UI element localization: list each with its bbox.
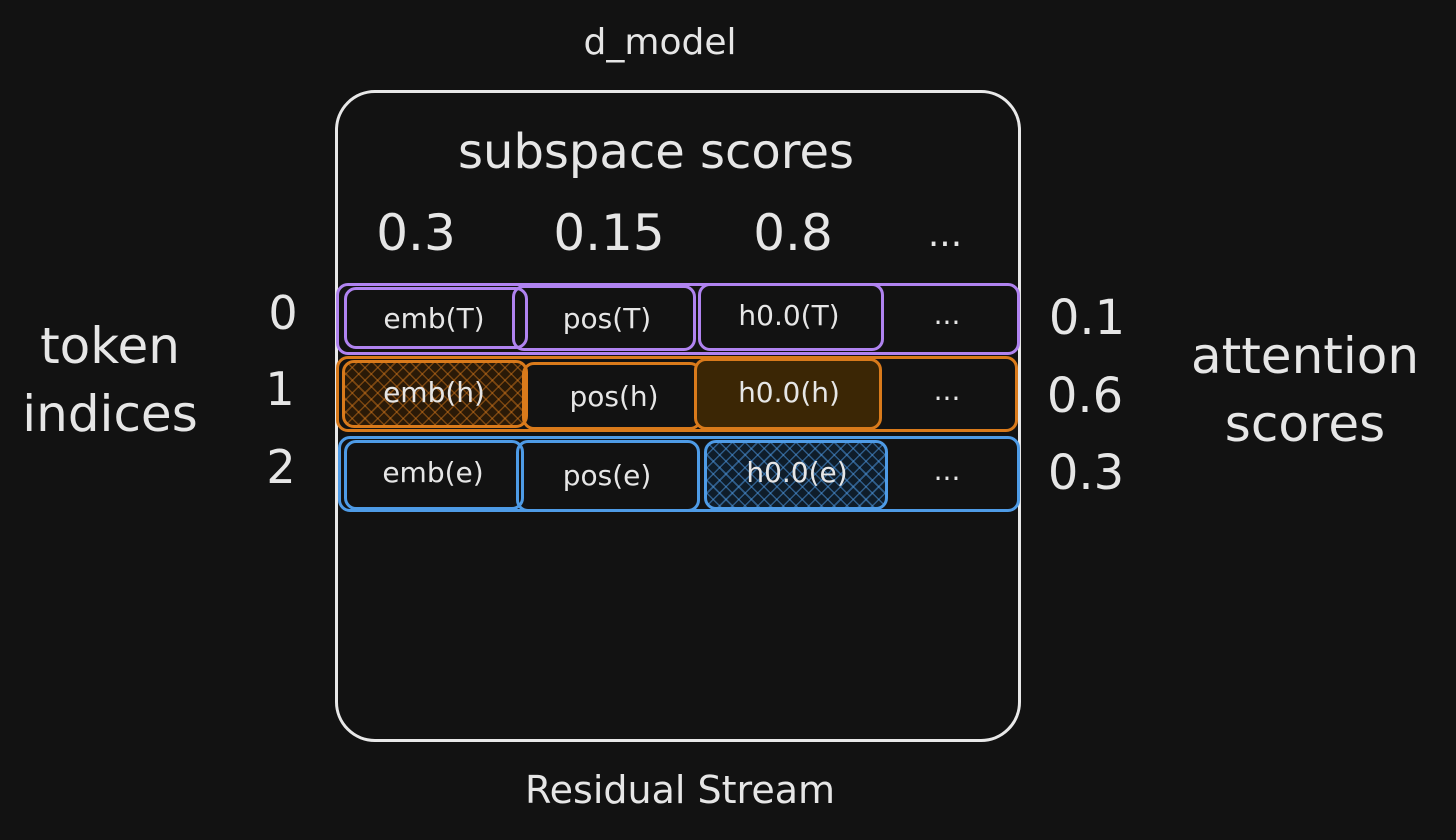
residual-stream-label: Residual Stream: [524, 768, 836, 812]
cell-label: h0.0(T): [738, 299, 840, 332]
token-row-outline: [336, 356, 1018, 432]
position-cell: [516, 440, 700, 512]
head-cell: [704, 440, 888, 510]
cell-label: pos(T): [562, 302, 652, 335]
cell-label: ...: [933, 454, 961, 487]
token-indices-label: token indices: [15, 312, 205, 448]
token-index: 2: [266, 440, 296, 494]
cell-label: ...: [933, 374, 961, 407]
cell-label: emb(e): [382, 456, 484, 489]
token-indices-line2: indices: [22, 385, 198, 443]
token-row-outline: [336, 283, 1020, 355]
cell-label: pos(h): [569, 380, 659, 413]
token-index: 1: [265, 362, 295, 416]
token-indices-line1: token: [40, 317, 180, 375]
attention-scores-label: attention scores: [1165, 322, 1445, 458]
cell-label: emb(h): [383, 376, 485, 409]
subspace-score: 0.8: [753, 204, 833, 262]
cell-label: pos(e): [562, 459, 652, 492]
subspace-score: 0.3: [376, 204, 456, 262]
head-cell: [698, 283, 884, 351]
cell-label: emb(T): [383, 302, 485, 335]
position-cell: [512, 285, 696, 351]
cell-label: ...: [933, 298, 961, 331]
attention-scores-line1: attention: [1190, 327, 1420, 385]
subspace-scores-title: subspace scores: [458, 124, 854, 180]
attention-score: 0.1: [1048, 290, 1126, 346]
cell-label: h0.0(e): [746, 456, 848, 489]
subspace-score: ...: [927, 214, 963, 255]
head-cell: [694, 358, 882, 430]
attention-score: 0.6: [1046, 368, 1124, 424]
cell-label: h0.0(h): [738, 376, 840, 409]
embedding-cell: [344, 440, 524, 510]
d-model-label: d_model: [583, 22, 737, 63]
attention-scores-line2: scores: [1224, 395, 1386, 453]
token-index: 0: [268, 286, 298, 340]
embedding-cell: [344, 287, 528, 349]
attention-score: 0.3: [1047, 445, 1125, 501]
embedding-cell: [342, 360, 528, 428]
subspace-score: 0.15: [553, 204, 665, 262]
